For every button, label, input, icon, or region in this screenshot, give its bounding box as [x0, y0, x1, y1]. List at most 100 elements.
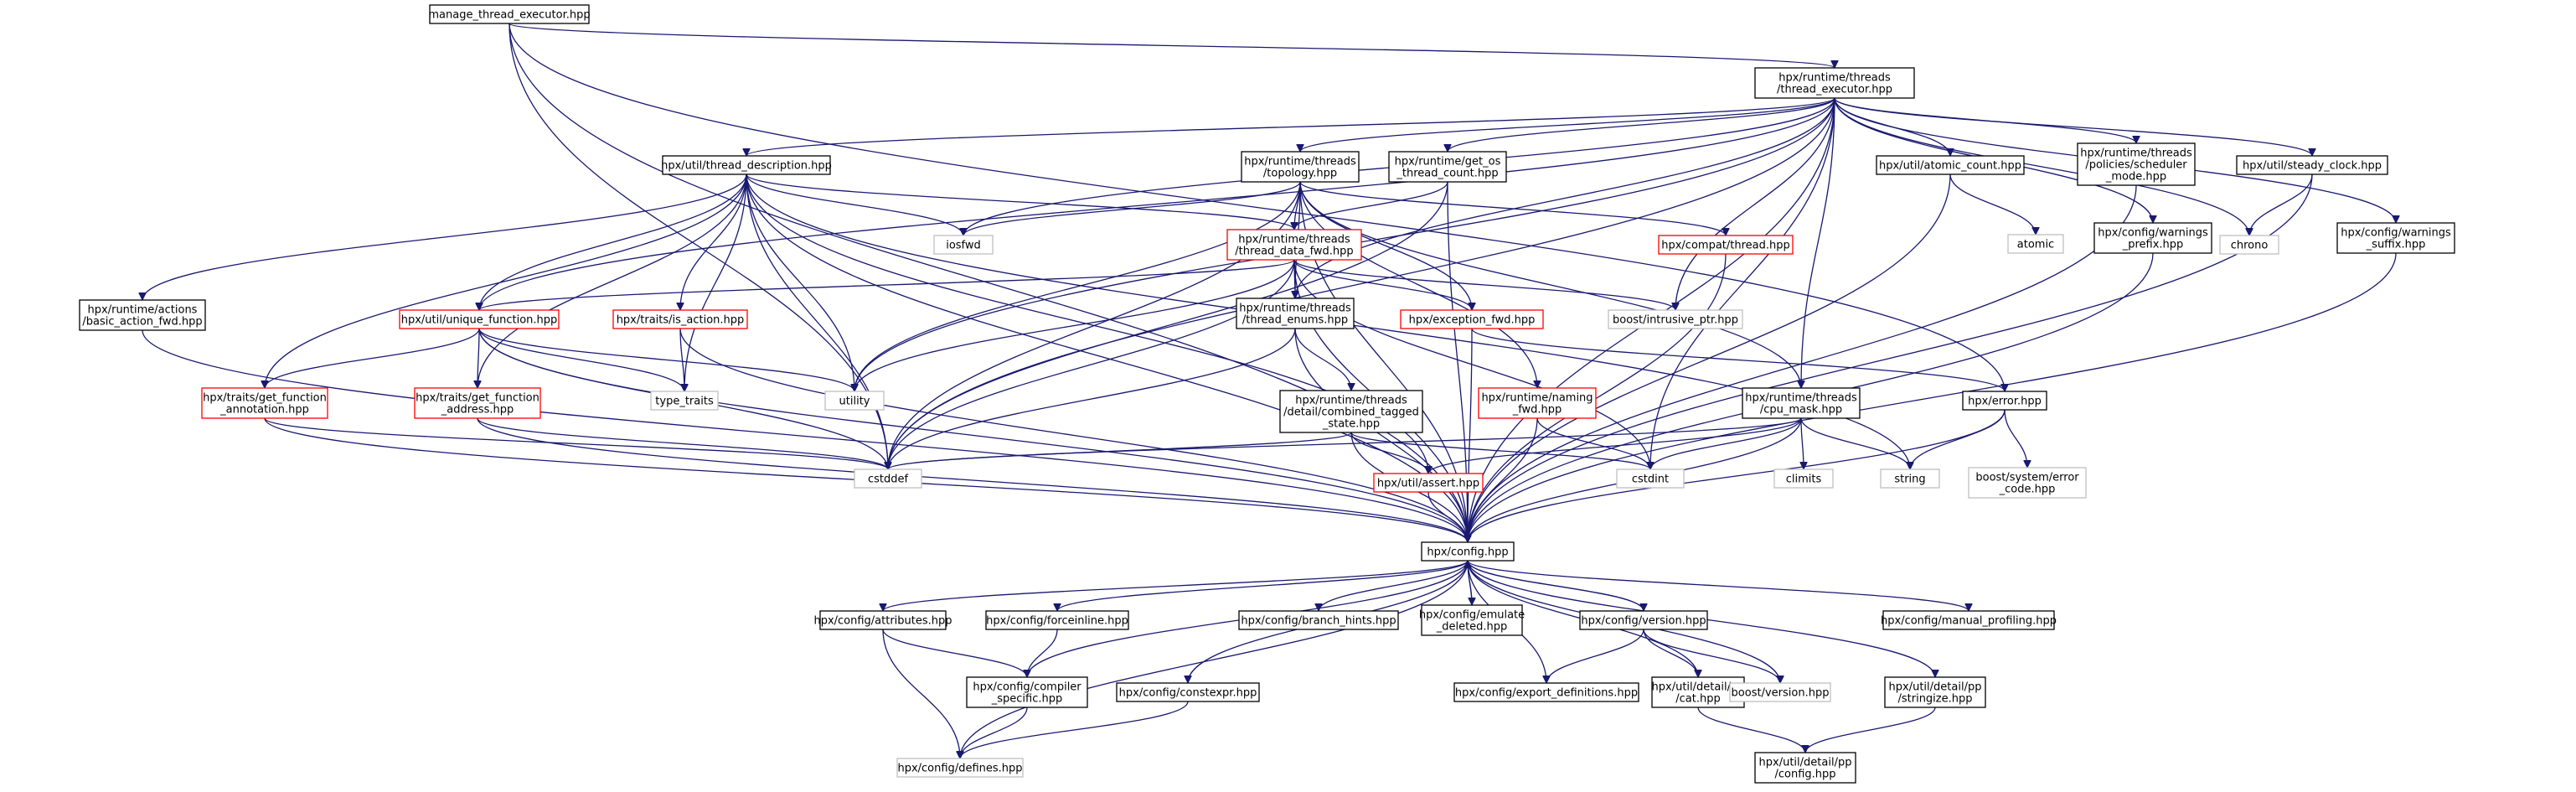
edge-te-to-cpumask — [1801, 97, 1835, 388]
edge-excfwd-to-error — [1471, 328, 2005, 392]
edge-error-to-string — [1910, 409, 2006, 470]
node-gfa[interactable]: hpx/traits/get_function_annotation.hpp — [201, 387, 328, 419]
node-iosfwd: iosfwd — [933, 235, 994, 255]
node-wprefix[interactable]: hpx/config/warnings_prefix.hpp — [2093, 222, 2212, 254]
node-box — [1651, 676, 1745, 708]
node-string: string — [1880, 468, 1940, 489]
node-version[interactable]: hpx/config/version.hpp — [1579, 610, 1708, 630]
node-label-line: hpx/config/manual_profiling.hpp — [1881, 615, 2057, 628]
edge-uf-to-config — [478, 328, 1468, 542]
node-td[interactable]: hpx/util/thread_description.hpp — [661, 155, 832, 175]
node-label-line: hpx/runtime/threads — [1745, 392, 1857, 405]
node-cat[interactable]: hpx/util/detail/pp/cat.hpp — [1651, 676, 1745, 708]
node-label-line: hpx/util/unique_function.hpp — [401, 314, 558, 327]
edge-td-to-uf — [479, 173, 747, 310]
node-box — [1616, 468, 1685, 489]
node-assert[interactable]: hpx/util/assert.hpp — [1373, 473, 1484, 493]
node-root[interactable]: manage_thread_executor.hpp — [428, 4, 591, 24]
node-tenums[interactable]: hpx/runtime/threads/thread_enums.hpp — [1236, 298, 1355, 329]
node-attributes[interactable]: hpx/config/attributes.hpp — [813, 610, 952, 630]
node-label-line: _address.hpp — [441, 404, 514, 417]
node-label-line: /config.hpp — [1774, 769, 1835, 781]
node-stringize[interactable]: hpx/util/detail/pp/stringize.hpp — [1884, 676, 1986, 708]
node-box — [399, 309, 560, 329]
node-label-line: _specific.hpp — [991, 693, 1063, 706]
node-box — [966, 676, 1088, 708]
node-te[interactable]: hpx/runtime/threads/thread_executor.hpp — [1754, 67, 1915, 99]
node-label-line: hpx/runtime/naming — [1481, 392, 1593, 405]
node-cts[interactable]: hpx/runtime/threads/detail/combined_tagg… — [1279, 390, 1423, 433]
node-label-line: hpx/config/warnings — [2341, 227, 2451, 240]
node-label-line: hpx/util/detail/pp — [1759, 757, 1852, 769]
node-bafwd[interactable]: hpx/runtime/actions/basic_action_fwd.hpp — [79, 299, 206, 331]
node-box — [1884, 676, 1986, 708]
node-errcode: boost/system/error_code.hpp — [1968, 467, 2087, 499]
edge-root-to-error — [508, 23, 2005, 391]
edge-cts-to-cstdint — [1350, 432, 1650, 470]
node-constexpr[interactable]: hpx/config/constexpr.hpp — [1116, 682, 1260, 702]
node-manual[interactable]: hpx/config/manual_profiling.hpp — [1881, 610, 2057, 630]
edge-te-to-steady — [1834, 97, 2312, 157]
edge-te-to-chrono — [1834, 97, 2249, 236]
node-label-line: hpx/config/forceinline.hpp — [986, 615, 1128, 628]
node-chrono: chrono — [2219, 235, 2279, 255]
node-box — [201, 387, 328, 419]
nodes-layer: manage_thread_executor.hpp hpx/runtime/th… — [79, 4, 2455, 784]
node-compiler[interactable]: hpx/config/compiler_specific.hpp — [966, 676, 1088, 708]
node-label-line: /detail/combined_tagged — [1283, 406, 1419, 419]
edge-tdfwd-to-intrusive — [1293, 259, 1675, 311]
node-tdfwd[interactable]: hpx/runtime/threads/thread_data_fwd.hpp — [1226, 229, 1362, 261]
node-box — [1579, 610, 1708, 630]
edge-forceinline-to-compiler — [1027, 629, 1058, 678]
node-naming[interactable]: hpx/runtime/naming_fwd.hpp — [1478, 387, 1597, 419]
node-label-line: _fwd.hpp — [1512, 404, 1562, 417]
node-box — [1226, 229, 1362, 261]
node-compat[interactable]: hpx/compat/thread.hpp — [1658, 235, 1794, 255]
node-uf[interactable]: hpx/util/unique_function.hpp — [399, 309, 560, 329]
node-label-line: hpx/util/steady_clock.hpp — [2243, 160, 2382, 173]
node-label-line: cstdint — [1632, 474, 1669, 486]
edge-gfad-to-config — [477, 417, 1468, 543]
edge-config-to-forceinline — [1057, 560, 1469, 612]
node-box — [819, 610, 947, 630]
node-gfad[interactable]: hpx/traits/get_function_address.hpp — [414, 387, 541, 419]
edge-root-to-te — [508, 23, 1835, 69]
edge-atomic_count-to-atomic — [1949, 173, 2036, 236]
edge-steady-to-chrono — [2249, 173, 2313, 236]
edge-tdfwd-to-uf — [479, 259, 1295, 311]
node-label-line: hpx/util/assert.hpp — [1377, 478, 1479, 490]
node-label-line: hpx/compat/thread.hpp — [1661, 240, 1790, 252]
node-label-line: hpx/config/export_definitions.hpp — [1455, 687, 1638, 700]
node-label-line: hpx/runtime/threads — [1239, 303, 1351, 315]
node-label-line: hpx/runtime/threads — [1778, 72, 1891, 85]
node-exportdef[interactable]: hpx/config/export_definitions.hpp — [1453, 682, 1639, 702]
node-climits: climits — [1773, 468, 1834, 489]
node-label-line: hpx/config/compiler — [973, 681, 1082, 694]
node-branch[interactable]: hpx/config/branch_hints.hpp — [1238, 610, 1399, 630]
node-emulate[interactable]: hpx/config/emulate_deleted.hpp — [1419, 604, 1525, 636]
edge-tenums-to-cstddef — [888, 328, 1296, 469]
node-steady[interactable]: hpx/util/steady_clock.hpp — [2236, 155, 2388, 175]
node-policies[interactable]: hpx/runtime/threads/policies/scheduler_m… — [2077, 142, 2196, 186]
node-ppconfig[interactable]: hpx/util/detail/pp/config.hpp — [1754, 752, 1856, 784]
edge-naming-to-cstdint — [1536, 417, 1650, 470]
node-isaction[interactable]: hpx/traits/is_action.hpp — [612, 309, 748, 329]
node-atomic_count[interactable]: hpx/util/atomic_count.hpp — [1876, 155, 2025, 175]
node-config[interactable]: hpx/config.hpp — [1421, 541, 1515, 562]
node-getos[interactable]: hpx/runtime/get_os_thread_count.hpp — [1388, 151, 1507, 183]
node-label-line: hpx/exception_fwd.hpp — [1409, 314, 1536, 327]
node-box — [1238, 610, 1399, 630]
node-cpumask[interactable]: hpx/runtime/threads/cpu_mask.hpp — [1742, 387, 1861, 419]
node-label-line: _state.hpp — [1322, 418, 1380, 431]
node-topo[interactable]: hpx/runtime/threads/topology.hpp — [1241, 151, 1360, 183]
node-label-line: hpx/runtime/actions — [88, 304, 198, 317]
node-forceinline[interactable]: hpx/config/forceinline.hpp — [985, 610, 1129, 630]
node-defines: hpx/config/defines.hpp — [896, 758, 1024, 778]
edge-assert-to-config — [1427, 491, 1468, 543]
node-error[interactable]: hpx/error.hpp — [1962, 391, 2047, 411]
edge-wsuffix-to-config — [1468, 252, 2397, 542]
node-excfwd[interactable]: hpx/exception_fwd.hpp — [1400, 309, 1544, 329]
node-wsuffix[interactable]: hpx/config/warnings_suffix.hpp — [2336, 222, 2455, 254]
edge-uf-to-gfad — [478, 328, 479, 388]
edge-bafwd-to-config — [142, 329, 1468, 542]
